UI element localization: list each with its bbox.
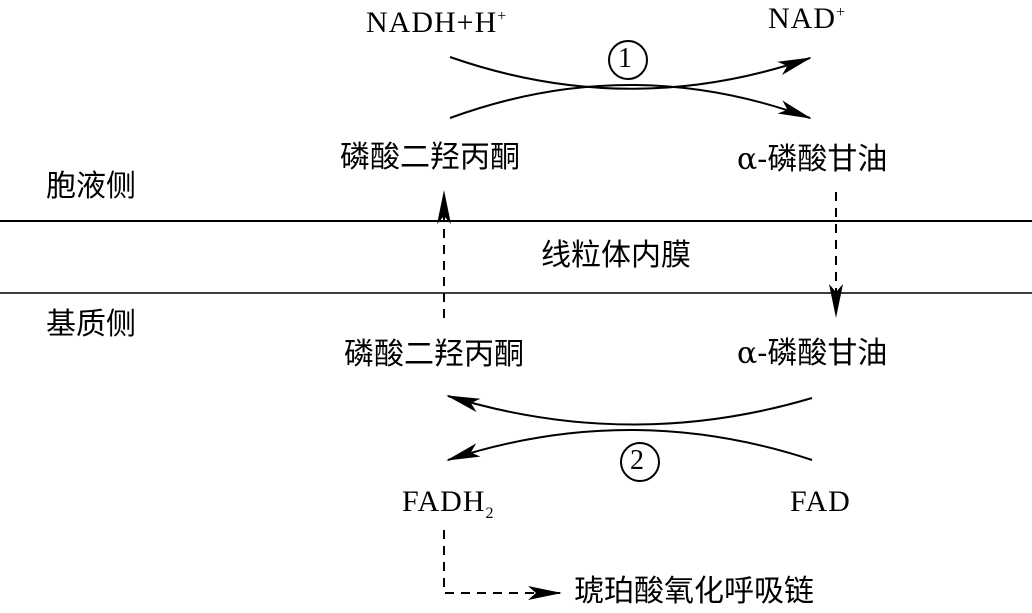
g3p-top-label: α-磷酸甘油 <box>737 142 888 177</box>
dhap-bottom-label: 磷酸二羟丙酮 <box>344 337 524 372</box>
arrow-dhap-to-g3p <box>449 84 812 119</box>
fadh2-label: FADH2 <box>402 485 495 522</box>
respiratory-chain-label: 琥珀酸氧化呼吸链 <box>574 574 814 609</box>
step-1-number: 1 <box>618 43 633 74</box>
dashed-arrow-fadh2-to-chain <box>443 530 562 600</box>
g3p-bottom-label: α-磷酸甘油 <box>737 336 888 371</box>
membrane-label: 线粒体内膜 <box>541 238 691 273</box>
dhap-top-label: 磷酸二羟丙酮 <box>340 140 520 175</box>
nadh-label: NADH+H+ <box>366 6 508 39</box>
arrow-fad-to-fadh2 <box>446 429 813 461</box>
cytosol-side-label: 胞液侧 <box>46 169 136 204</box>
matrix-side-label: 基质侧 <box>46 307 136 342</box>
nad-label: NAD+ <box>768 2 847 35</box>
step-2-number: 2 <box>630 445 645 476</box>
step-1-circle <box>608 40 648 80</box>
arrow-nadh-to-nad <box>449 56 812 90</box>
step-2-circle <box>620 442 660 482</box>
arrow-g3p-to-dhap <box>446 395 813 426</box>
fad-label: FAD <box>790 485 851 518</box>
